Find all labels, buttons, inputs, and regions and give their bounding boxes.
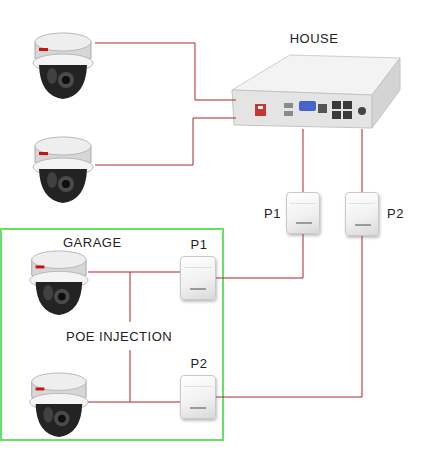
camera-cable [95, 43, 236, 100]
camera-illustration [33, 137, 93, 203]
powerline-cable [216, 236, 362, 397]
poe-cable [130, 350, 131, 402]
adapter-logo [296, 222, 312, 224]
node-label: P2 [387, 206, 413, 221]
recorder-side [372, 58, 400, 128]
camera-illustration [33, 33, 93, 99]
powerline-adapter: P2 [180, 375, 216, 419]
adapter-seam [184, 267, 212, 268]
poe-port [343, 101, 352, 109]
usb-port [284, 111, 293, 116]
terminal-block [255, 104, 266, 116]
recorder-box: HOUSE [232, 55, 402, 129]
poe-port [332, 101, 341, 109]
poe-port [343, 111, 352, 119]
poe-port [332, 111, 341, 119]
vga-port [299, 101, 316, 111]
node-label: GARAGE [63, 235, 153, 250]
recorder-illustration [232, 55, 400, 128]
node-label: P1 [255, 206, 281, 221]
node-label: P1 [179, 237, 219, 252]
powerline-adapter: P1 [180, 256, 216, 300]
powerline-adapter: P2 [345, 192, 379, 236]
adapter-seam [349, 203, 375, 204]
powerline-cable [216, 234, 303, 278]
node-label: P2 [179, 356, 219, 371]
camera-wires [88, 43, 236, 402]
lan-port [318, 104, 327, 113]
adapter-seam [184, 386, 212, 387]
adapter-logo [355, 224, 371, 226]
annotation-label: POE INJECTION [66, 329, 206, 344]
adapter-logo [190, 288, 206, 290]
node-label: HOUSE [269, 31, 359, 46]
camera-cable [88, 272, 180, 273]
camera-cable [88, 402, 180, 403]
powerline-cable [362, 129, 363, 192]
powerline-cable [303, 129, 304, 192]
camera-cable [95, 118, 236, 165]
terminal-pin [258, 106, 263, 109]
usb-port [284, 103, 293, 108]
recorder-top [232, 55, 400, 95]
powerline-adapter: P1 [286, 192, 320, 234]
poe-cable [130, 272, 131, 322]
camera-illustration [30, 251, 88, 315]
adapter-logo [190, 407, 206, 409]
power-socket [358, 107, 366, 115]
camera-illustration [30, 373, 88, 437]
adapter-seam [290, 203, 316, 204]
recorder-front [232, 90, 372, 128]
